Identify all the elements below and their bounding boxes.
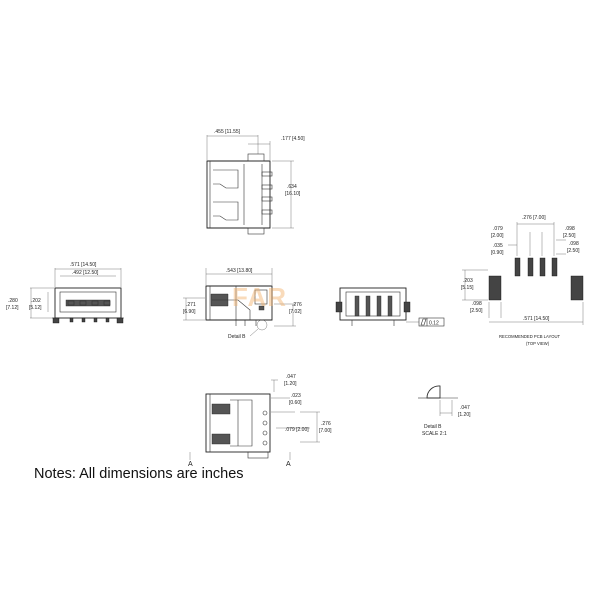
detail-b-scale: SCALE 2:1 xyxy=(422,431,447,437)
rear-view: 0.12 xyxy=(335,287,445,327)
pcb-pad-1 xyxy=(514,257,521,277)
pcb-035-dim-mm: [0.90] xyxy=(491,250,504,256)
pcb-pad-left xyxy=(488,275,502,301)
pcb-098c-dim-mm: [2.50] xyxy=(470,308,483,314)
watermark-logo: FAR xyxy=(232,282,287,312)
pcb-203-dim: .203 xyxy=(463,278,473,284)
pcb-203-dim-mm: [5.15] xyxy=(461,285,474,291)
top-view-depth-dim-mm: [16.10] xyxy=(285,191,301,197)
pcb-layout: .276 [7.00] .079 [2.00] .035 [0.90] .098… xyxy=(461,215,584,346)
pcb-pad-4 xyxy=(551,257,558,277)
bottom-view-pin-width-dim-mm: [0.60] xyxy=(289,400,302,406)
rear-view-outline xyxy=(339,287,407,321)
top-view: .455 [11.55] .177 [4.50] .634 [16.10] xyxy=(206,129,305,235)
top-view-width-dim: .455 [11.55] xyxy=(214,129,241,135)
bottom-view: .047 [1.20] .023 [0.60] .079 [2.00] .276… xyxy=(188,374,332,468)
bottom-view-pin-dim: .047 xyxy=(286,374,296,380)
front-view: .571 [14.50] .492 [12.50] .280 [7.12] .2… xyxy=(6,262,124,324)
top-view-tab-dim: .177 [4.50] xyxy=(281,136,305,142)
detail-b-dim-mm: [1.20] xyxy=(458,412,471,418)
front-view-height-dim-mm: [7.12] xyxy=(6,305,19,311)
front-view-inner-height-dim: .202 xyxy=(31,298,41,304)
front-view-height-dim: .280 xyxy=(8,298,18,304)
bottom-view-pin-width-dim: .023 xyxy=(291,393,301,399)
bottom-view-pitch-dim: .079 [2.00] xyxy=(285,427,309,433)
pcb-098b-dim-mm: [2.50] xyxy=(567,248,580,254)
section-label-right: A xyxy=(286,461,291,468)
front-view-inner-height-dim-mm: [5.12] xyxy=(29,305,42,311)
pcb-layout-caption: RECOMMENDED PCB LAYOUT xyxy=(499,334,561,339)
pcb-098c-dim: .098 xyxy=(472,301,482,307)
pcb-098b-dim: .098 xyxy=(569,241,579,247)
side-view-pin-dim-mm: [7.02] xyxy=(289,309,302,315)
side-view-height-dim: .271 xyxy=(186,302,196,308)
pcb-pad-right xyxy=(570,275,584,301)
bottom-view-pin-dim-mm: [1.20] xyxy=(284,381,297,387)
pcb-pad-3 xyxy=(539,257,546,277)
pcb-098a-dim: .098 xyxy=(565,226,575,232)
detail-b-callout-circle xyxy=(256,319,268,331)
top-view-depth-dim: .634 xyxy=(287,184,297,190)
front-view-outer-dim: .571 [14.50] xyxy=(70,262,97,268)
pcb-span-dim: .276 [7.00] xyxy=(522,215,546,221)
top-view-outline xyxy=(206,160,271,229)
section-label-left: A xyxy=(188,461,193,468)
side-view-pin-dim: .276 xyxy=(292,302,302,308)
dimensions-note: Notes: All dimensions are inches xyxy=(34,466,244,482)
pcb-098a-dim-mm: [2.50] xyxy=(563,233,576,239)
detail-b-callout-label: Detail B xyxy=(228,334,246,340)
detail-b-dim: .047 xyxy=(460,405,470,411)
front-view-inner-dim: .492 [12.50] xyxy=(72,270,99,276)
flatness-tolerance-value: 0.12 xyxy=(429,321,439,327)
pcb-layout-subcaption: (TOP VIEW) xyxy=(526,341,550,346)
side-view: .543 [13.80] .271 [6.90] .276 [7.02] Det… xyxy=(183,268,302,340)
bottom-view-span-dim: .276 xyxy=(321,421,331,427)
side-view-height-dim-mm: [6.90] xyxy=(183,309,196,315)
side-view-length-dim: .543 [13.80] xyxy=(226,268,253,274)
detail-b-shape xyxy=(426,385,441,399)
pcb-width-dim: .571 [14.50] xyxy=(523,316,550,322)
bottom-view-span-dim-mm: [7.00] xyxy=(319,428,332,434)
pcb-035-dim: .035 xyxy=(493,243,503,249)
pcb-079-dim-mm: [2.00] xyxy=(491,233,504,239)
pcb-079-dim: .079 xyxy=(493,226,503,232)
pcb-pad-2 xyxy=(527,257,534,277)
detail-b-title: Detail B xyxy=(424,424,442,430)
detail-b: .047 [1.20] Detail B SCALE 2:1 xyxy=(418,385,471,437)
